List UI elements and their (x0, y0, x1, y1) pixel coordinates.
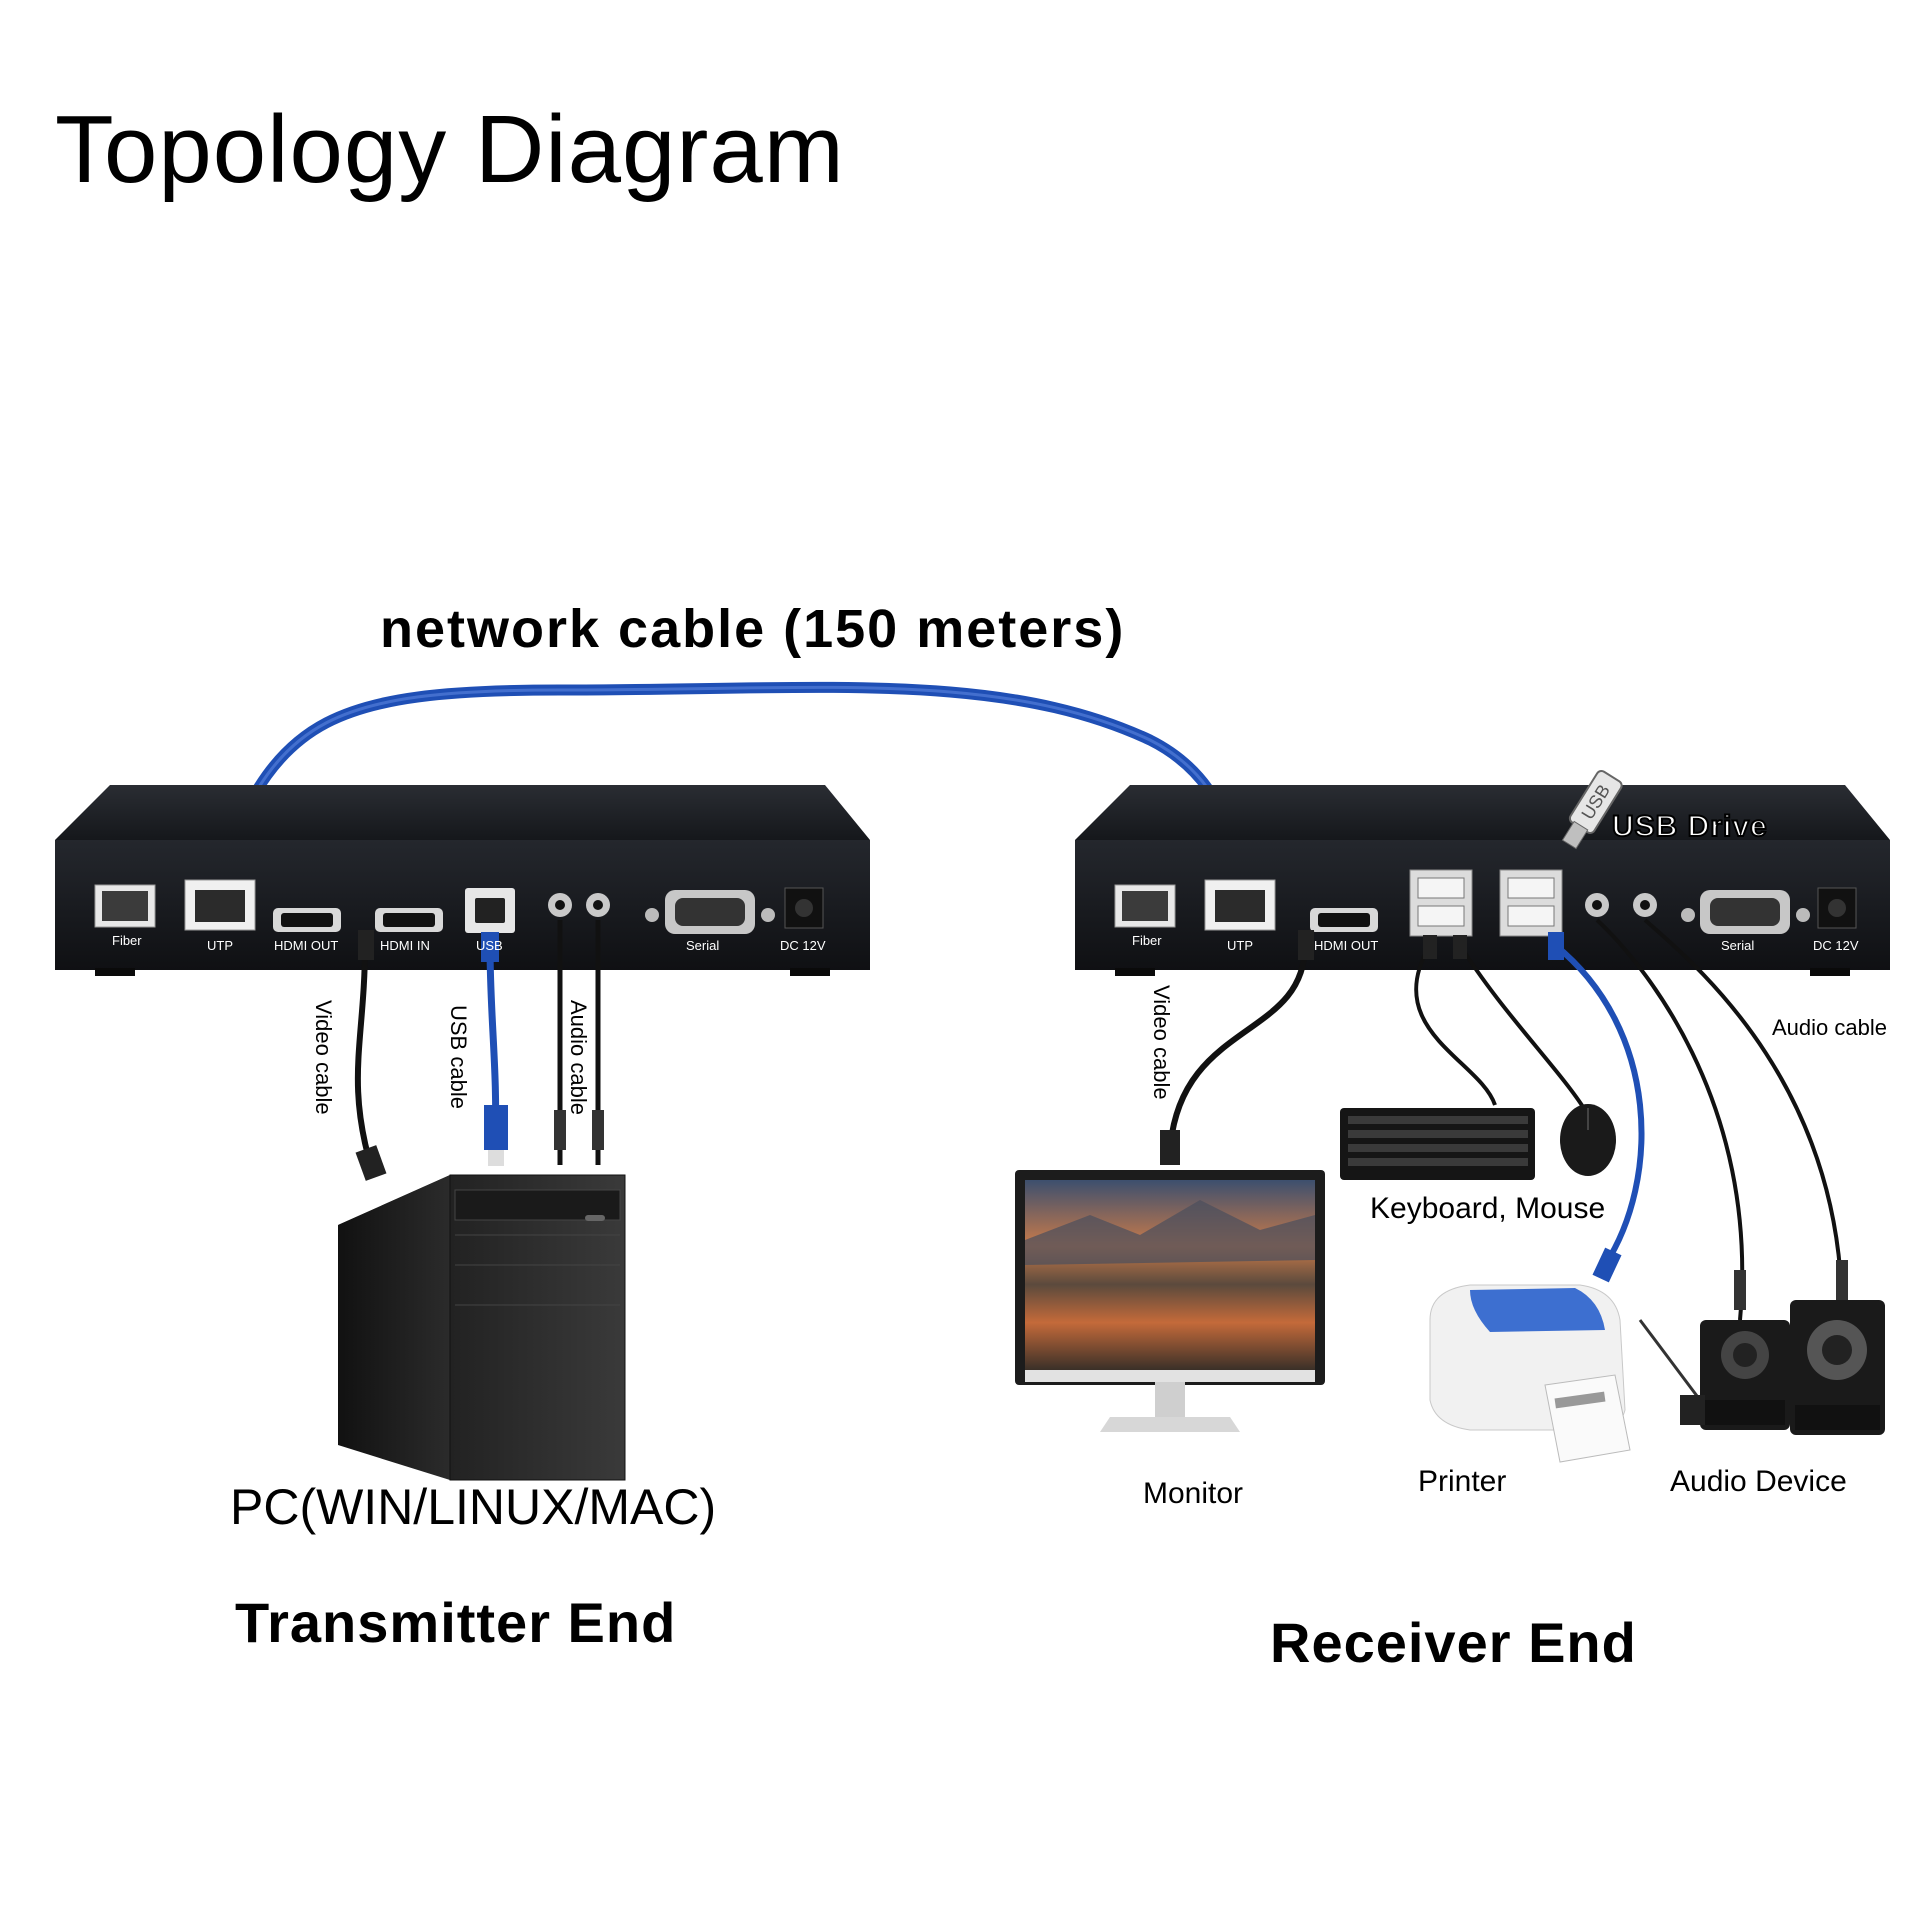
monitor-label: Monitor (1143, 1477, 1244, 1510)
rx-audio-cable-1 (1595, 918, 1745, 1321)
transmitter-end-label: Transmitter End (235, 1591, 677, 1654)
tx-port-dc-label: DC 12V (780, 938, 826, 953)
transmitter-device (55, 785, 870, 976)
receiver-device (1075, 785, 1890, 976)
usb-drive-label: USB Drive (1611, 809, 1768, 844)
tx-video-cable (354, 944, 375, 1171)
rx-audio-cable-2 (1643, 918, 1844, 1311)
rx-video-cable (1167, 944, 1308, 1151)
tx-audio-cable-label: Audio cable (566, 1000, 591, 1115)
page-title: Topology Diagram (55, 96, 845, 203)
audio-device-label: Audio Device (1670, 1465, 1847, 1498)
tx-port-serial-label: Serial (686, 938, 720, 953)
rx-port-serial-label: Serial (1721, 938, 1755, 953)
tx-port-hdmi-in-label: HDMI IN (380, 938, 430, 953)
usb-drive: USB (1561, 770, 1623, 850)
tx-port-utp-label: UTP (207, 938, 233, 953)
rx-port-utp-label: UTP (1227, 938, 1253, 953)
printer-label: Printer (1418, 1465, 1507, 1498)
keyboard-mouse-label: Keyboard, Mouse (1370, 1192, 1606, 1225)
keyboard (1340, 1108, 1535, 1180)
rx-audio-cable-label: Audio cable (1772, 1015, 1887, 1040)
rx-port-dc-label: DC 12V (1813, 938, 1859, 953)
rx-mouse-cable (1458, 943, 1587, 1112)
rx-port-hdmi-out-label: HDMI OUT (1314, 938, 1379, 953)
printer (1429, 1284, 1631, 1463)
rx-port-fiber-label: Fiber (1132, 933, 1162, 948)
speakers (1638, 1300, 1885, 1435)
rx-video-cable-label: Video cable (1149, 985, 1174, 1100)
mouse (1560, 1104, 1616, 1176)
tx-usb-cable-label: USB cable (446, 1005, 471, 1109)
pc-label: PC(WIN/LINUX/MAC) (230, 1479, 717, 1535)
tx-port-fiber-label: Fiber (112, 933, 142, 948)
pc-tower (338, 1174, 626, 1481)
tx-port-usb-label: USB (476, 938, 503, 953)
rx-keyboard-cable (1414, 943, 1497, 1106)
rx-printer-cable (1553, 942, 1645, 1267)
receiver-end-label: Receiver End (1270, 1611, 1637, 1674)
tx-port-hdmi-out-label: HDMI OUT (274, 938, 339, 953)
tx-video-cable-label: Video cable (311, 1000, 336, 1115)
network-cable-label: network cable (150 meters) (380, 599, 1126, 659)
monitor (1015, 1170, 1325, 1432)
